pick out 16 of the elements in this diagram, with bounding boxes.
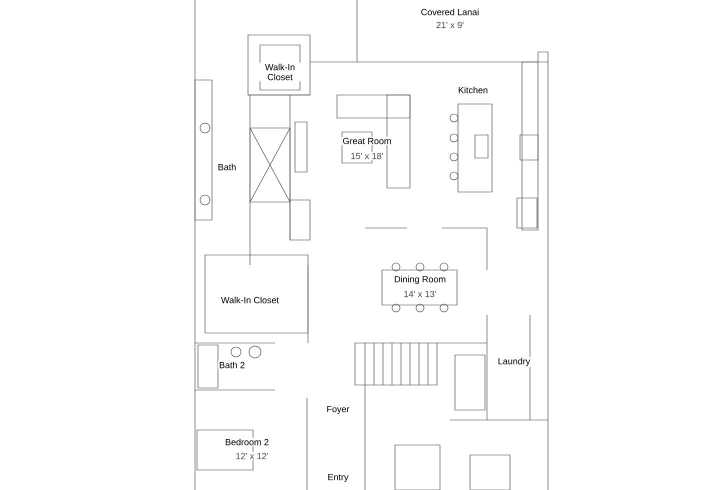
- room-dimension: 21' x 9': [435, 20, 465, 30]
- room-label: Bath: [216, 162, 238, 172]
- room-label: Bedroom 2: [224, 438, 270, 446]
- room-label: Walk-In Closet: [259, 62, 301, 82]
- room-dimension: 15' x 18': [350, 152, 384, 160]
- room-dimension: 14' x 13': [402, 290, 438, 298]
- room-label: Dining Room: [393, 274, 447, 286]
- room-label: Walk-In Closet: [220, 296, 280, 304]
- room-label: Foyer: [326, 404, 350, 415]
- room-label: Covered Lanai: [420, 8, 480, 16]
- room-label: Kitchen: [457, 86, 489, 94]
- room-label: Great Room: [342, 136, 392, 146]
- room-label: Bath 2: [218, 360, 246, 370]
- room-label: Laundry: [496, 356, 532, 368]
- room-label: Entry: [326, 472, 350, 483]
- room-dimension: 12' x 12': [234, 452, 270, 460]
